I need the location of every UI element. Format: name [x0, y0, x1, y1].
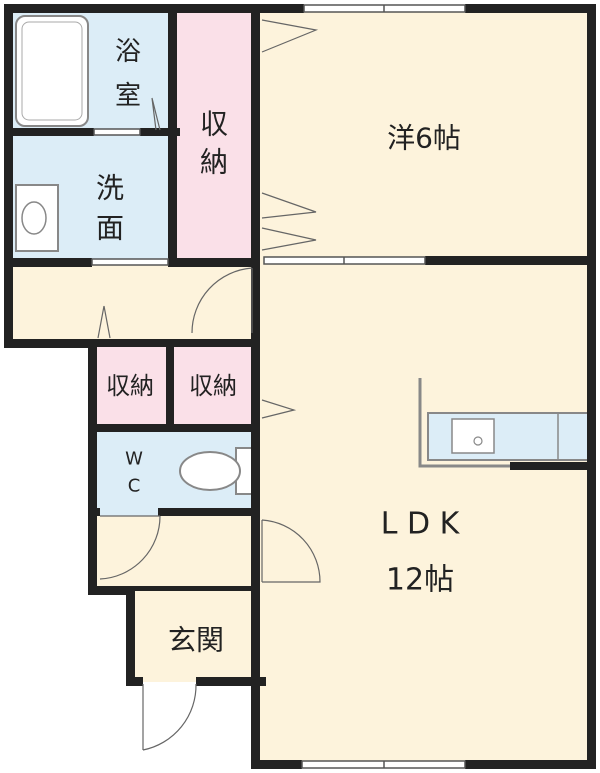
label-ldk: L D K [381, 507, 461, 542]
folding-door-storage [261, 399, 297, 419]
label-bath-1: 浴 [115, 37, 141, 67]
folding-door-hall [97, 305, 111, 339]
walls [4, 4, 596, 769]
wall-storage-bottom [88, 424, 260, 432]
toilet-bowl [179, 451, 241, 491]
floors [10, 10, 590, 765]
label-washroom-1: 洗 [96, 172, 124, 205]
wall-left-lower [126, 586, 135, 686]
door-entrance [142, 683, 197, 751]
wall-bath-wash-right [140, 128, 180, 136]
wall-wash-bottom [4, 258, 92, 267]
storage-right-floor [170, 346, 260, 428]
wall-bottom-right [465, 760, 596, 769]
label-storage-main-2: 納 [200, 146, 228, 179]
fixtures [15, 15, 589, 495]
door-corridor [99, 515, 161, 580]
windows [91, 4, 466, 769]
doors [97, 19, 321, 751]
wall-bath-wash [4, 128, 94, 136]
wall-wc-bottom-right [158, 508, 260, 516]
bathtub-inner [21, 21, 83, 121]
washbasin-bowl [21, 201, 47, 235]
wall-left-upper [4, 4, 13, 348]
corridor-floor [92, 516, 260, 592]
label-storage-left: 収納 [106, 372, 154, 400]
sink-drain [473, 436, 483, 446]
wall-western-bottom [425, 256, 596, 265]
folding-door-2 [261, 192, 317, 219]
kitchen-sink [451, 418, 495, 454]
label-wc-c: C [128, 476, 141, 497]
western-room-floor [256, 10, 590, 260]
wall-step-2 [88, 586, 135, 595]
hallway-floor [10, 260, 260, 346]
wall-top-right [465, 4, 596, 13]
label-entrance: 玄関 [168, 624, 224, 657]
label-western: 洋6帖 [387, 122, 461, 155]
wall-step-1 [4, 339, 97, 348]
wall-spine [251, 4, 260, 769]
labels: 浴 室 洗 面 収 納 洋6帖 収納 収納 W C L D K 12帖 玄関 [96, 37, 461, 657]
folding-door-1 [261, 19, 319, 53]
wall-entrance-bottom-right [196, 677, 266, 686]
label-storage-right: 収納 [189, 372, 237, 400]
door-hall [191, 267, 253, 334]
folding-door-3 [261, 227, 317, 251]
storage-main-floor [176, 10, 256, 260]
storage-left-floor [92, 346, 170, 428]
wall-entrance-bottom [126, 677, 143, 686]
wall-wc-bottom [88, 508, 100, 516]
label-washroom-2: 面 [96, 212, 124, 245]
label-storage-main-1: 収 [200, 108, 228, 141]
window-wash [91, 258, 169, 266]
door-ldk [261, 519, 321, 583]
window-bath [93, 128, 141, 136]
folding-door-bath [151, 97, 161, 131]
kitchen-partition [418, 378, 510, 468]
entrance-floor [132, 592, 260, 682]
label-ldk-size: 12帖 [386, 563, 454, 598]
label-wc-w: W [125, 449, 143, 470]
ldk-floor [260, 260, 590, 765]
bathtub [15, 15, 89, 127]
wall-storage-divider [166, 339, 174, 431]
wall-corridor-bottom [135, 586, 260, 591]
label-bath-2: 室 [115, 81, 141, 111]
wall-wash-storage [168, 4, 177, 266]
wall-right [587, 4, 596, 769]
wall-wash-bottom-right [168, 258, 260, 267]
wall-bottom-left [257, 760, 302, 769]
wall-kitchen-bar [510, 462, 596, 470]
wall-left-middle [88, 339, 97, 595]
wall-top-left [4, 4, 304, 13]
